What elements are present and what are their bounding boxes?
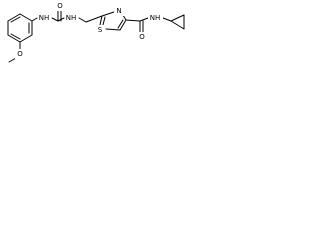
bond [7,34,21,43]
bond [19,13,33,22]
bond [85,15,103,23]
bond [125,19,141,22]
atom-label-o: O [57,2,63,10]
bond [170,20,185,30]
bond [119,19,127,31]
atom-labels: NH O NH O N S O NH [15,1,163,59]
bond [117,19,124,29]
atom-label-nh: NH [150,14,161,22]
bond [8,57,17,63]
bond [170,14,185,22]
bond [105,28,121,31]
bond [101,11,115,17]
atom-label-o: O [17,50,23,58]
bond [57,17,65,22]
bonds [7,10,185,63]
atom-label-nh: NH [66,14,77,22]
bond [99,15,103,26]
bond [10,33,21,40]
bond [139,17,149,22]
atom-label-n: N [116,7,121,15]
bond [78,17,87,23]
molecule-structure-diagram: NH O NH O N S O NH [7,1,185,63]
bond [10,16,21,23]
bond [51,17,59,22]
atom-label-o: O [139,33,145,41]
bond [162,17,172,22]
atom-label-s: S [98,26,103,34]
atom-label-nh: NH [39,14,50,22]
bond [7,13,21,22]
bond [19,34,33,43]
bond [31,17,38,22]
bond [102,16,106,26]
